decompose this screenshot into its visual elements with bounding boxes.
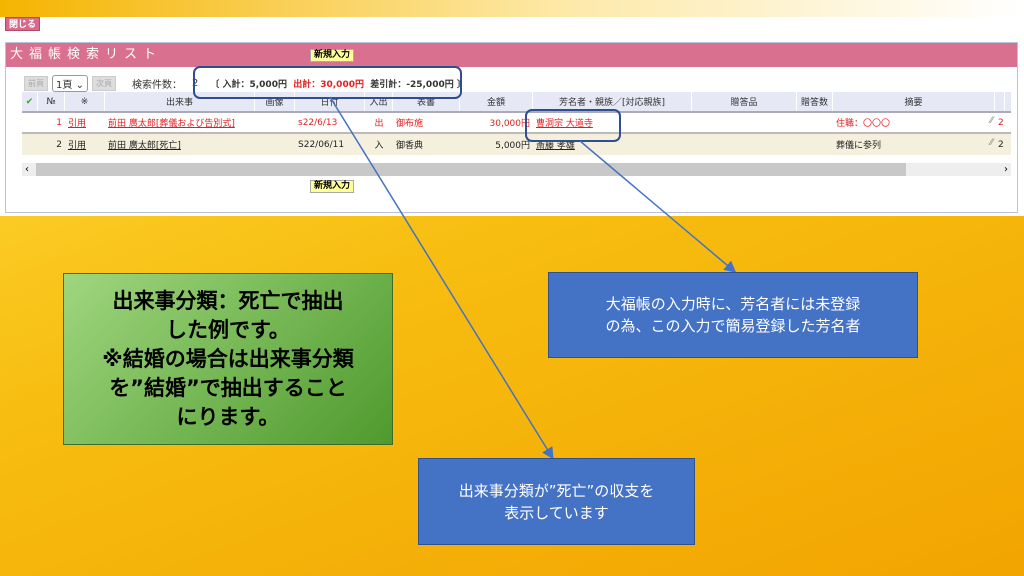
col-gift-count: 贈答数	[797, 92, 833, 111]
scroll-left-icon[interactable]: ‹	[25, 164, 29, 175]
row-label: 御香典	[396, 141, 424, 151]
col-mark: ※	[65, 92, 105, 111]
green-line: ※結婚の場合は出来事分類	[102, 346, 354, 371]
top-banner	[0, 0, 1024, 17]
chevron-down-icon: ⌄	[75, 80, 84, 91]
checkmark-icon[interactable]: ✔	[22, 92, 38, 111]
green-line: を”結婚”で抽出すること	[109, 375, 347, 400]
name-highlight	[525, 109, 621, 142]
col-date: 日付	[295, 92, 365, 111]
col-no: №	[38, 92, 65, 111]
panel-title-text: 大福帳検索リスト	[10, 47, 163, 62]
totals-highlight	[193, 66, 462, 99]
green-line: にります。	[176, 404, 280, 429]
row-extra: 2	[998, 117, 1004, 128]
total-diff: 差引計：-25,000円	[370, 80, 454, 90]
row-name-link[interactable]: 曹洞宗 大道寺	[536, 119, 593, 129]
col-amount: 金額	[460, 92, 533, 111]
pager: 前頁 1頁 ⌄ 次頁 検索件数： 2 〔 入計：5,000円 出計：30,000…	[24, 75, 466, 92]
resize-handle-icon[interactable]: ⁄⁄	[989, 138, 993, 148]
resize-handle-icon[interactable]: ⁄⁄	[989, 116, 993, 126]
row-io: 入	[374, 141, 384, 151]
callout-line: 表示しています	[504, 503, 609, 522]
row-event-link[interactable]: 前田 廣太郎[葬儀および告別式]	[108, 119, 235, 129]
col-image: 画像	[255, 92, 295, 111]
prev-page-button[interactable]: 前頁	[24, 76, 48, 91]
row-date: S22/06/11	[298, 139, 345, 150]
col-event: 出来事	[105, 92, 255, 111]
row-io: 出	[374, 119, 384, 129]
scroll-right-icon[interactable]: ›	[1004, 164, 1008, 175]
row-amount: 30,000円	[489, 119, 531, 129]
close-button[interactable]: 閉じる	[5, 17, 41, 31]
row-note: 住職：〇〇〇 ⁄⁄	[833, 116, 995, 129]
next-page-button[interactable]: 次頁	[91, 76, 116, 91]
scrollbar-thumb[interactable]	[36, 163, 906, 176]
horizontal-scrollbar[interactable]: ‹ ›	[22, 163, 1011, 176]
totals-open: 〔	[210, 80, 220, 90]
callout-line: の為、この入力で簡易登録した芳名者	[605, 317, 861, 335]
table-row[interactable]: 1 引用 前田 廣太郎[葬儀および告別式] s22/6/13 出 御布施 30,…	[22, 113, 1011, 134]
row-ref-link[interactable]: 引用	[68, 141, 87, 151]
col-extra	[995, 92, 1005, 111]
col-gift: 贈答品	[692, 92, 797, 111]
row-extra: 2	[998, 139, 1004, 150]
name-registration-callout: 大福帳の入力時に、芳名者には未登録 の為、この入力で簡易登録した芳名者	[548, 272, 918, 358]
row-date: s22/6/13	[298, 117, 338, 128]
row-no: 2	[56, 139, 62, 150]
callout-line: 大福帳の入力時に、芳名者には未登録	[605, 295, 861, 313]
col-label: 表書	[393, 92, 460, 111]
col-note: 摘要	[833, 92, 995, 111]
row-note: 葬儀に参列 ⁄⁄	[833, 138, 995, 151]
arrow-to-name-note	[579, 140, 737, 273]
page-select-value: 1頁	[56, 80, 73, 91]
total-in: 入計：5,000円	[222, 80, 287, 90]
search-list-panel: 大福帳検索リスト 新規入力 前頁 1頁 ⌄ 次頁 検索件数： 2 〔 入計：5,…	[5, 42, 1018, 213]
new-entry-button-bottom[interactable]: 新規入力	[310, 180, 355, 193]
row-label: 御布施	[396, 119, 424, 129]
row-name-link[interactable]: 斎藤 孝雄	[536, 141, 575, 151]
totals-callout: 出来事分類が”死亡”の収支を 表示しています	[418, 458, 695, 545]
row-amount: 5,000円	[495, 141, 530, 151]
green-callout: 出来事分類：死亡で抽出 した例です。 ※結婚の場合は出来事分類 を”結婚”で抽出…	[63, 273, 393, 445]
green-line: した例です。	[166, 317, 290, 342]
new-entry-button-top[interactable]: 新規入力	[310, 49, 355, 62]
panel-title: 大福帳検索リスト	[6, 43, 1017, 67]
table-row[interactable]: 2 引用 前田 廣太郎[死亡] S22/06/11 入 御香典 5,000円 斎…	[22, 134, 1011, 155]
row-no: 1	[56, 117, 62, 128]
count-value: 2	[191, 78, 199, 89]
col-io: 入出	[365, 92, 393, 111]
page-select[interactable]: 1頁 ⌄	[52, 75, 88, 92]
green-line: 出来事分類：死亡で抽出	[112, 288, 344, 313]
row-note-text: 葬儀に参列	[836, 141, 882, 151]
callout-line: 出来事分類が”死亡”の収支を	[458, 481, 655, 500]
col-name: 芳名者・親族／[対応親族]	[533, 92, 692, 111]
row-note-text: 住職：〇〇〇	[836, 119, 891, 129]
row-ref-link[interactable]: 引用	[68, 119, 87, 129]
total-out: 出計：30,000円	[293, 80, 364, 90]
row-event-link[interactable]: 前田 廣太郎[死亡]	[108, 141, 181, 151]
arrow-to-totals-note	[329, 96, 554, 460]
count-label: 検索件数：	[131, 80, 182, 91]
